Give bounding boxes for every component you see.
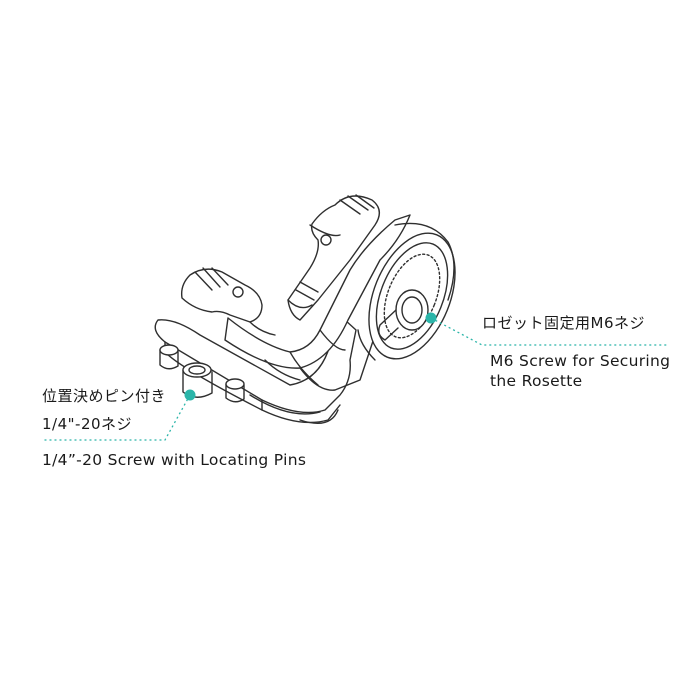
callout-right-leader [425, 312, 668, 346]
locating-pin-left [159, 344, 179, 370]
locating-pin-right [225, 378, 245, 403]
callout-right-en-label-line2: the Rosette [490, 372, 583, 390]
callout-right-dot [425, 312, 437, 324]
callout-left-leader [42, 389, 196, 441]
callout-right-en-label-line1: M6 Screw for Securing [490, 352, 671, 370]
callout-left-jp-label-line1: 位置決めピン付き [42, 387, 167, 405]
callout-left-jp-label-line2: 1/4"-20ネジ [42, 415, 133, 433]
cable-clamp-upper [287, 194, 380, 321]
m6-screw [378, 289, 429, 341]
callout-left-en-label: 1/4”-20 Screw with Locating Pins [42, 451, 307, 469]
base-plate [154, 319, 357, 424]
cable-clamp-lower [180, 267, 276, 336]
callout-left-dot [184, 389, 196, 401]
callout-right-jp-label: ロゼット固定用M6ネジ [482, 314, 645, 332]
bracket-arm [224, 214, 411, 391]
quarter-20-screw [182, 362, 213, 398]
